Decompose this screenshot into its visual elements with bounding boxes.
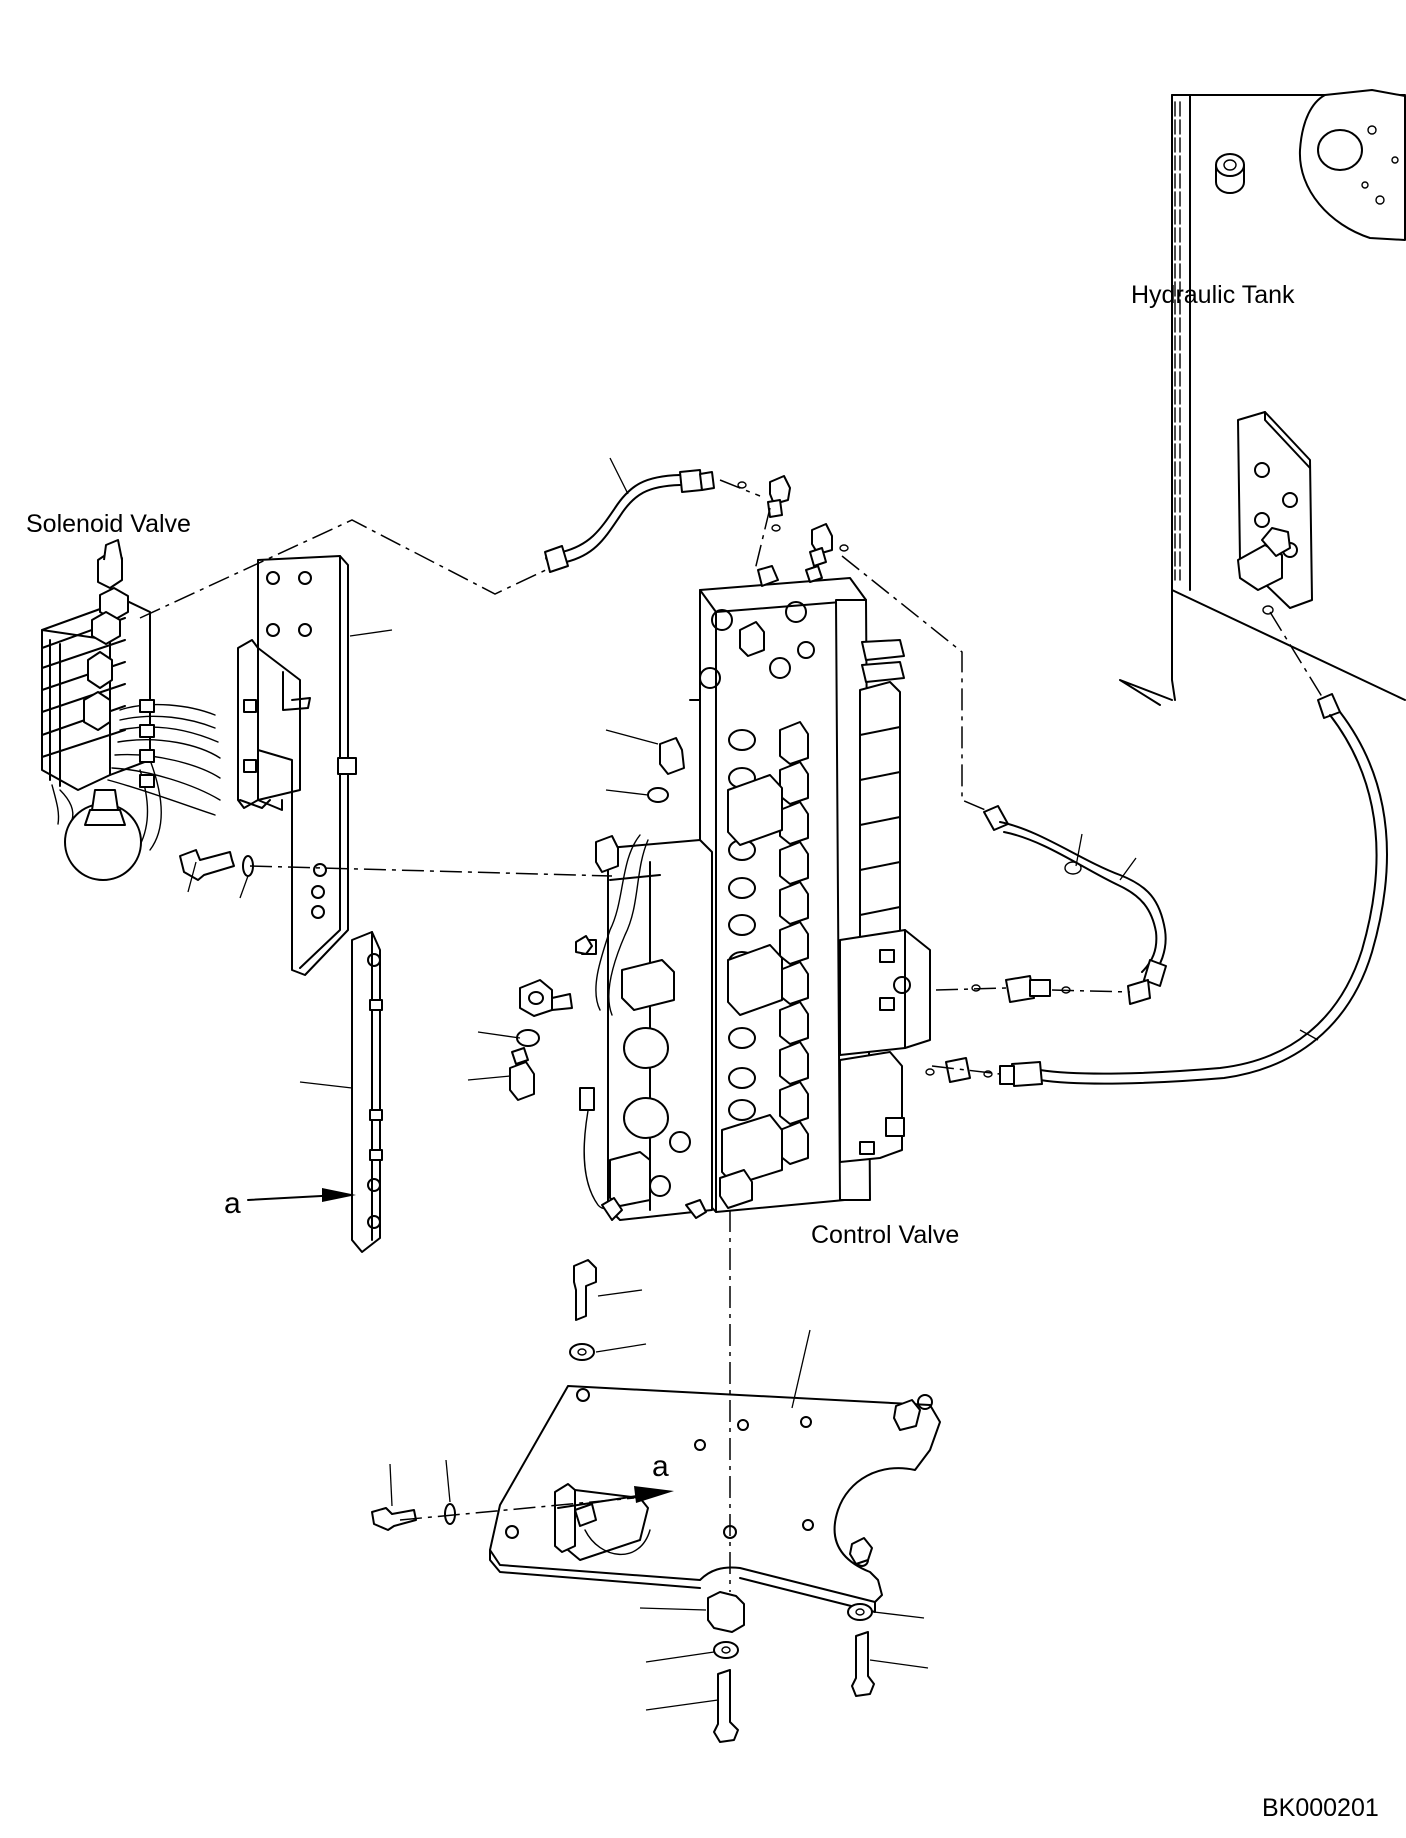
mounting-plate — [489, 1385, 941, 1613]
arrow-a-bottom-label: a — [652, 1450, 669, 1483]
spool-column-right — [779, 721, 809, 1165]
solenoid-valve-label: Solenoid Valve — [26, 510, 191, 538]
plate-fasteners — [371, 1259, 875, 1743]
assembly-center-lines — [139, 479, 1325, 1592]
arrow-a-bottom — [557, 1486, 674, 1509]
cover-plate — [351, 931, 383, 1253]
control-valve-label: Control Valve — [811, 1221, 959, 1249]
arrow-a-left — [247, 1188, 356, 1202]
leader-lines — [187, 457, 1319, 1711]
hoses — [544, 469, 1388, 1087]
arrow-a-left-label: a — [224, 1187, 241, 1220]
control-valve — [575, 565, 931, 1221]
drawing-number: BK000201 — [1262, 1794, 1379, 1822]
hydraulic-tank-label: Hydraulic Tank — [1131, 281, 1295, 309]
bracket-bolt-and-washer — [179, 849, 254, 881]
control-valve-left-fittings — [509, 737, 685, 1101]
solenoid-valve-assembly — [41, 539, 357, 976]
hydraulic-tank — [1119, 89, 1406, 706]
